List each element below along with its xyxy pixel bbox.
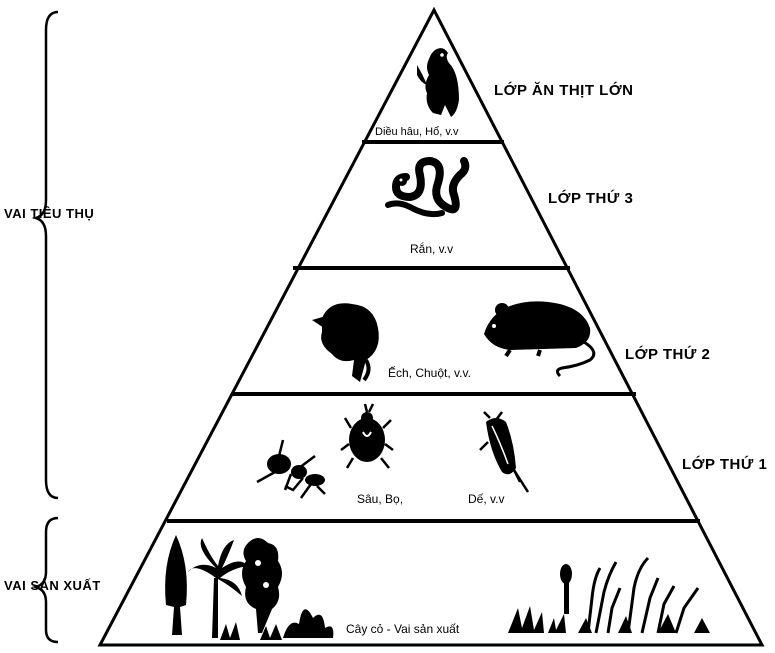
palm-icon (188, 538, 248, 638)
ant-icon (257, 440, 325, 498)
tree-icon (165, 535, 187, 635)
level-3-caption: Rắn, v.v (410, 242, 453, 256)
level-3-label: LỚP THỨ 3 (548, 190, 633, 207)
level-top-carnivores-label: LỚP ĂN THỊT LỚN (494, 82, 633, 99)
level-2-label: LỚP THỨ 2 (625, 346, 710, 363)
producers-caption: Cây cỏ - Vai sản xuất (346, 622, 459, 636)
mouse-icon (484, 301, 594, 376)
frog-icon (312, 303, 379, 382)
shrub-icon (283, 609, 333, 638)
level-1-caption-a: Sâu, Bọ, (357, 492, 403, 506)
snake-icon (388, 161, 465, 214)
level-1-caption-b: Dế, v.v (468, 492, 504, 506)
producers-label: VAI SẢN XUẤT (4, 578, 101, 593)
level-top-caption: Diều hâu, Hổ, v.v (375, 126, 459, 138)
consumers-brace (36, 12, 58, 498)
level-1-label: LỚP THỨ 1 (682, 456, 767, 473)
hawk-icon (417, 48, 459, 117)
level-2-caption: Ếch, Chuột, v.v. (388, 366, 471, 380)
grass-icon (220, 622, 282, 640)
cricket-icon (480, 412, 528, 492)
beetle-icon (341, 404, 393, 468)
weeds-icon (508, 558, 710, 633)
consumers-label: VAI TIÊU THỤ (4, 206, 94, 221)
bush-icon (242, 538, 282, 633)
